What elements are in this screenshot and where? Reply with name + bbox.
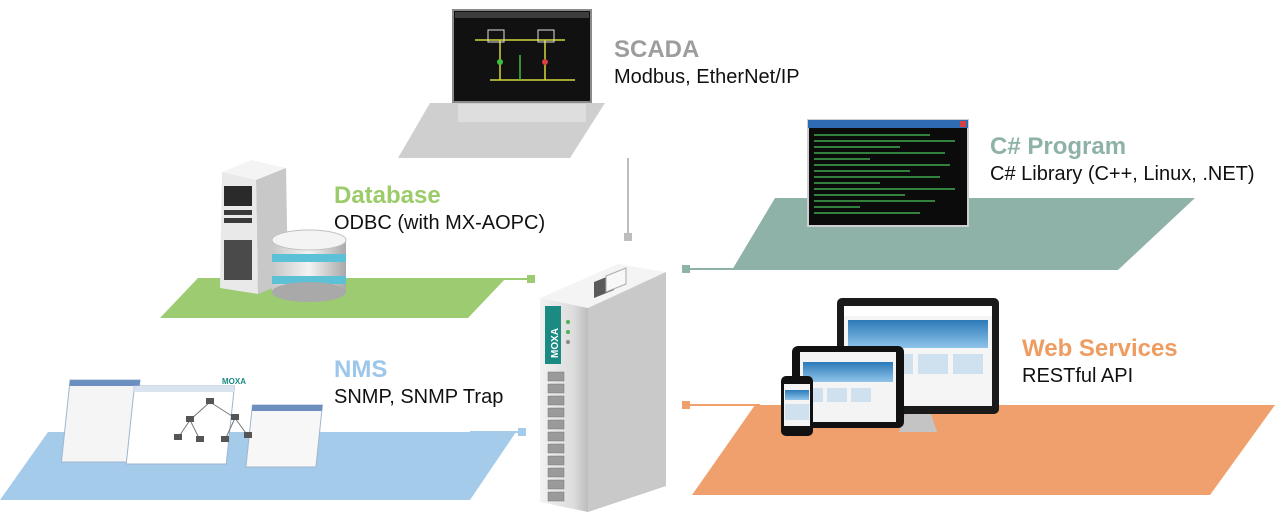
scada-label: SCADA Modbus, EtherNet/IP: [614, 36, 800, 89]
scada-title: SCADA: [614, 36, 700, 63]
web-platform: [692, 405, 1275, 495]
csharp-console-window: [807, 119, 969, 227]
web-title: Web Services: [1022, 335, 1178, 362]
device-brand: MOXA: [550, 328, 561, 358]
connectors: [466, 158, 760, 436]
nms-window-stack: MOXA: [60, 377, 323, 468]
nms-title: NMS: [334, 356, 388, 383]
database-cylinder-icon: [271, 229, 347, 302]
nms-subtitle: SNMP, SNMP Trap: [334, 385, 504, 408]
io-device: MOXA: [540, 264, 666, 512]
database-subtitle: ODBC (with MX-AOPC): [334, 211, 546, 234]
web-devices: [781, 298, 999, 436]
web-label: Web Services RESTful API: [1022, 335, 1178, 388]
csharp-label: C# Program C# Library (C++, Linux, .NET): [990, 133, 1255, 186]
database-title: Database: [334, 182, 441, 209]
nms-window-brand: MOXA: [222, 377, 246, 386]
web-subtitle: RESTful API: [1022, 364, 1134, 387]
csharp-title: C# Program: [990, 133, 1127, 160]
csharp-subtitle: C# Library (C++, Linux, .NET): [990, 162, 1255, 185]
scada-screen: [452, 9, 592, 122]
nms-label: NMS SNMP, SNMP Trap: [334, 356, 503, 409]
database-label: Database ODBC (with MX-AOPC): [334, 182, 545, 235]
scada-subtitle: Modbus, EtherNet/IP: [614, 65, 800, 88]
